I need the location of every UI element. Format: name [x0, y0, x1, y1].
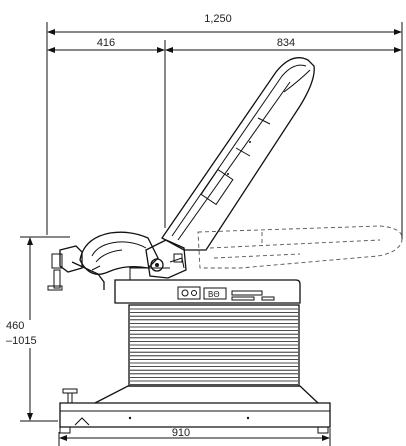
machine-base-plate	[59, 385, 331, 434]
machine-lowered-platen-ghost	[197, 225, 403, 269]
dimension-overall-width: 1,250	[46, 13, 403, 240]
base-adjust-knob	[62, 388, 78, 404]
left-reach-label: 416	[97, 37, 115, 49]
base-width-label: 910	[172, 427, 190, 439]
machine-raised-platen	[161, 57, 315, 251]
right-reach-label: 834	[277, 37, 295, 49]
dimension-height: 460 –1015	[3, 236, 70, 422]
machine-upper-housing: ΒΘ	[114, 267, 301, 304]
overall-width-label: 1,250	[204, 13, 232, 25]
dimension-split-widths: 416 834	[47, 37, 402, 228]
dimension-base-width: 910	[58, 427, 331, 446]
svg-text:ΒΘ: ΒΘ	[208, 290, 220, 299]
machine-arm	[79, 231, 159, 275]
machine-bellows-column	[128, 304, 300, 387]
height-range-line2: –1015	[6, 335, 37, 347]
machine-left-clamp	[47, 245, 105, 291]
height-range-line1: 460	[6, 320, 24, 332]
